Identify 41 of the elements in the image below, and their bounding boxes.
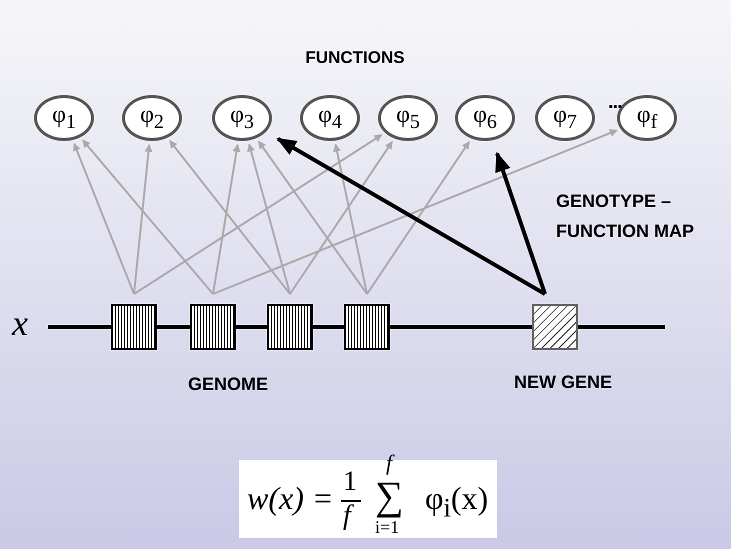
function-label: φ$_{6}$ (473, 102, 497, 134)
genome-label: GENOME (188, 374, 268, 395)
arrow (212, 129, 618, 295)
function-ellipse (378, 95, 438, 141)
map-label: GENOTYPE – FUNCTION MAP (556, 190, 695, 243)
arrow (289, 140, 393, 295)
function-ellipse (535, 95, 595, 141)
arrow (133, 134, 382, 295)
function-label: φ$_{4}$ (318, 102, 342, 134)
arrow (169, 140, 291, 295)
arrow (333, 144, 368, 294)
function-label: φ$_{f}$ (636, 102, 658, 134)
arrow (212, 144, 240, 294)
formula-text: w(x) = (247, 482, 334, 514)
function-label: φ$_{1}$ (52, 102, 76, 134)
title: FUNCTIONS (304, 48, 406, 68)
function-label: φ$_{2}$ (140, 102, 164, 134)
variable-label: x (12, 302, 28, 344)
gene-box (344, 304, 390, 350)
arrow (133, 144, 152, 294)
formula-text: 1 (343, 468, 357, 496)
summation-sign: ∑ (375, 476, 404, 516)
gene-box (190, 304, 236, 350)
arrow (366, 140, 470, 295)
arrow (276, 137, 546, 296)
arrow (82, 140, 214, 295)
gene-caption: NEW GENE (512, 372, 613, 393)
arrow (495, 152, 547, 295)
function-label: φ$_{7}$ (553, 102, 577, 134)
function-label: φ$_{5}$ (396, 102, 420, 134)
formula-text: i=1 (375, 518, 400, 536)
new-gene-box (532, 304, 578, 350)
arrow (73, 142, 135, 294)
gene-box (111, 304, 157, 350)
arrow (258, 140, 368, 295)
formula-text: φ$_{i}$(x) (425, 482, 488, 522)
function-label: φ$_{3}$ (230, 102, 254, 134)
ellipsis: ... (608, 92, 622, 112)
arrow (247, 143, 291, 294)
formula-text: f (386, 452, 392, 474)
gene-box (267, 304, 313, 350)
